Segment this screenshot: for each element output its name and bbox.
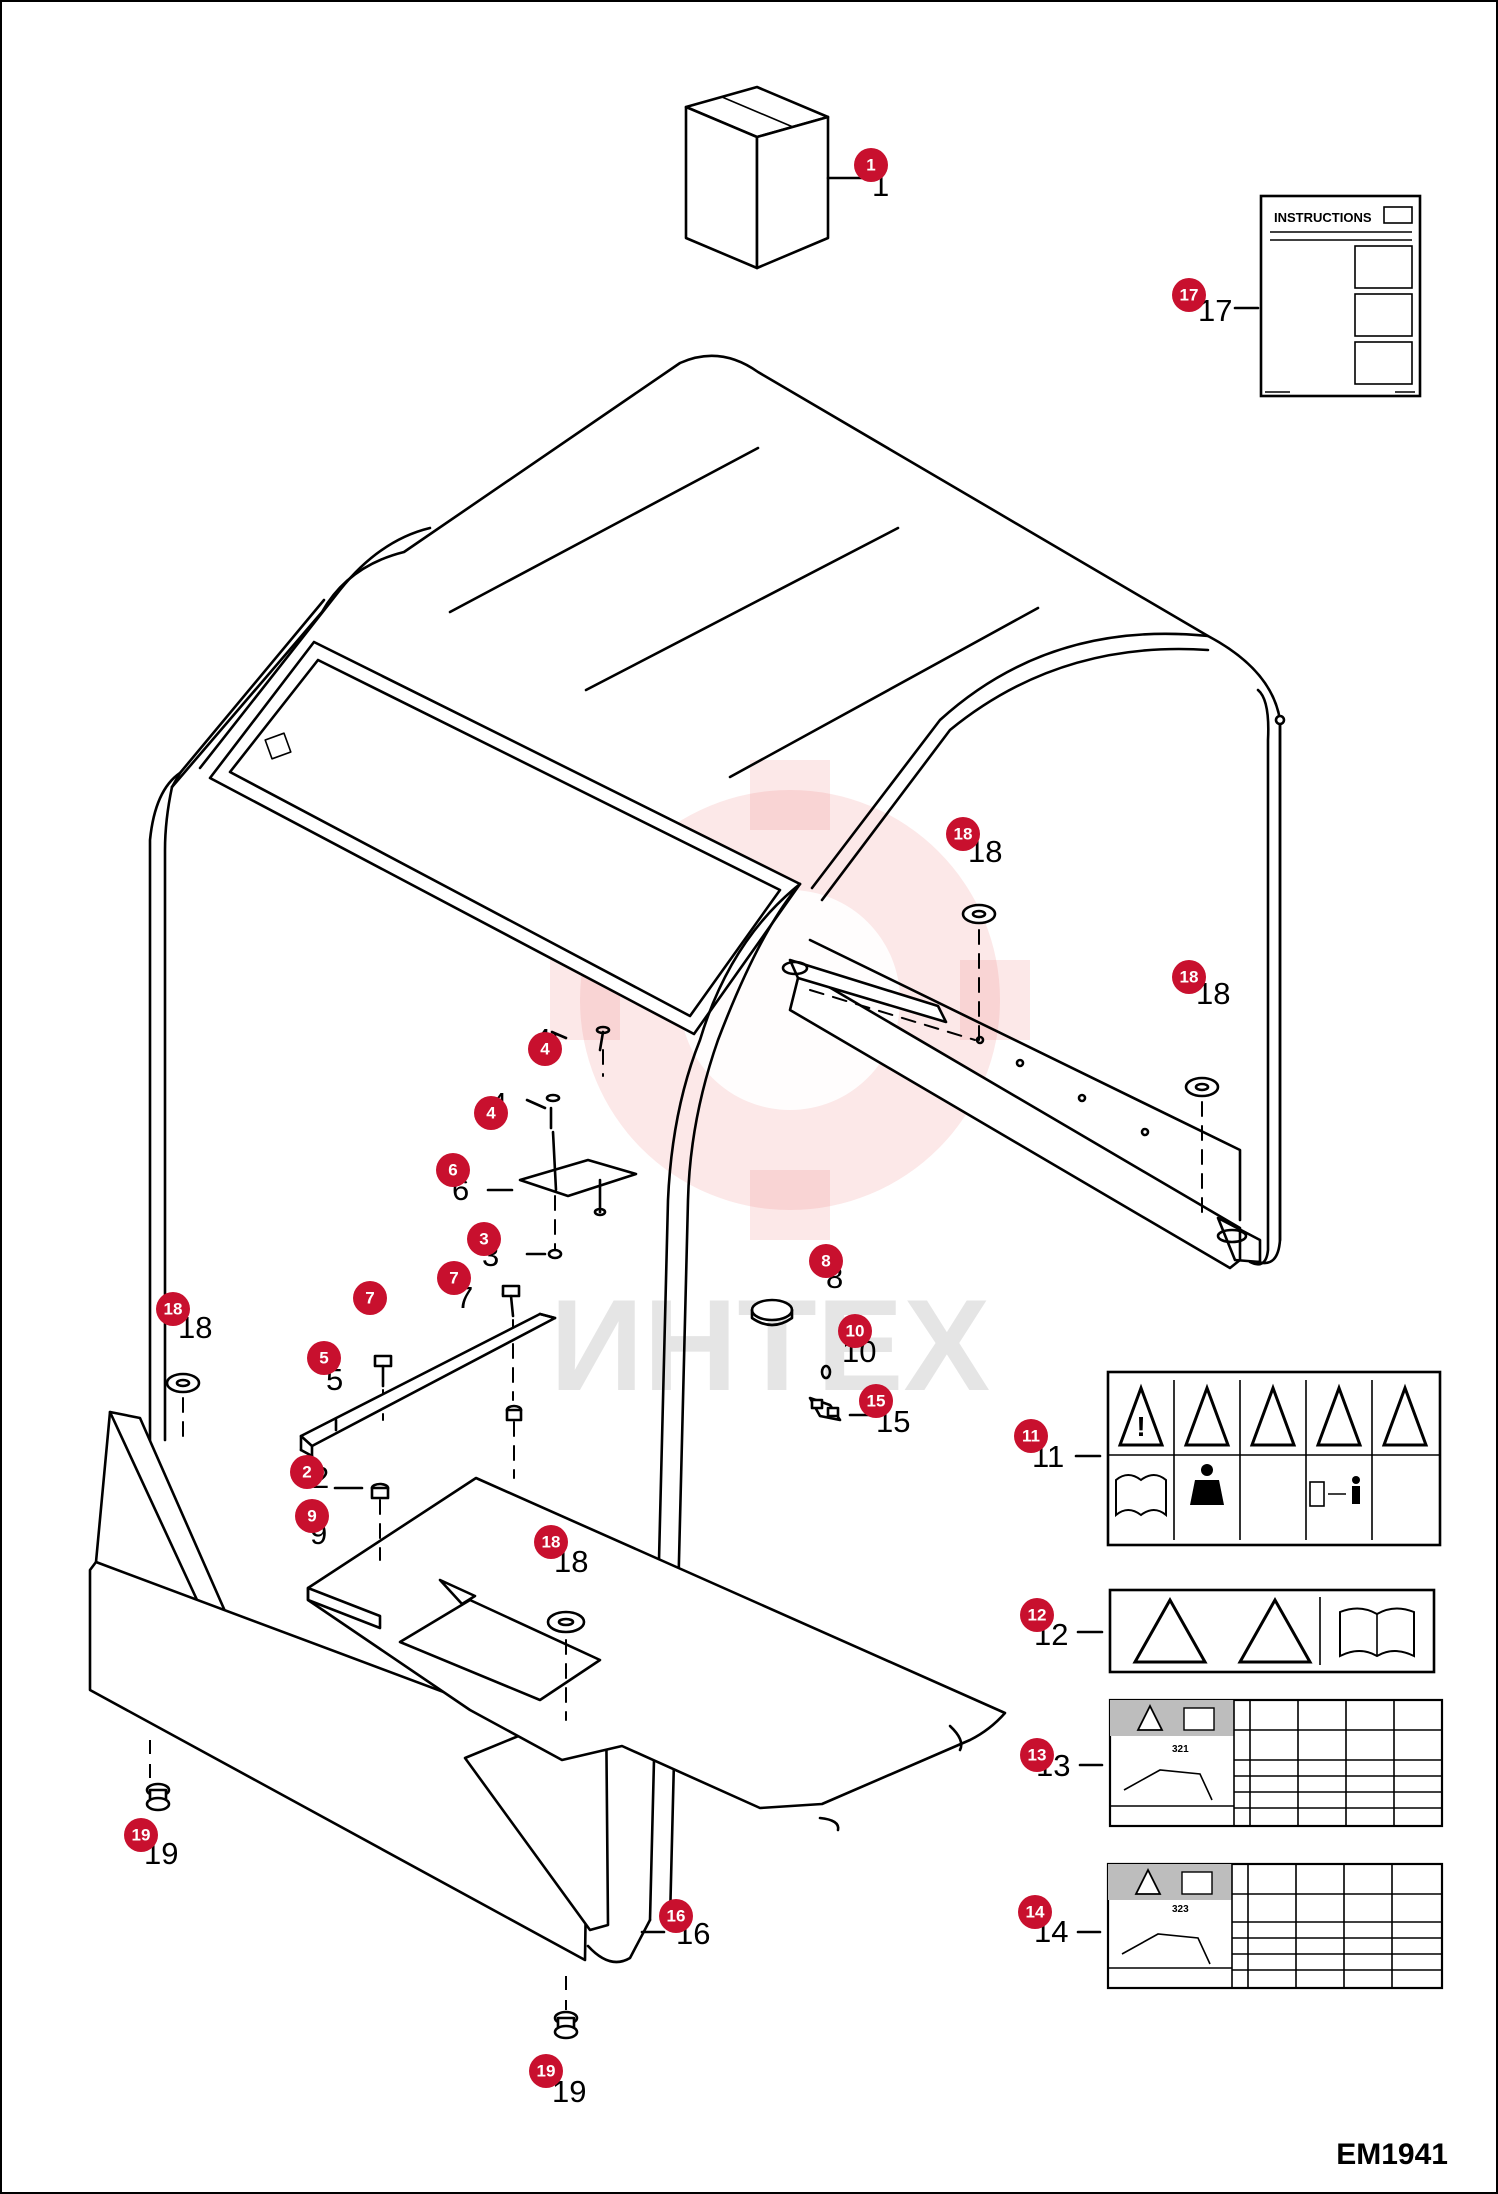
watermark-text: ИНТЕХ — [550, 1272, 990, 1418]
small-fastener — [808, 1364, 842, 1422]
callout-7[interactable]: 7 — [353, 1281, 387, 1315]
decal-14-lift-chart: 323 — [1106, 1862, 1444, 1990]
decal-12-warnings — [1108, 1588, 1436, 1674]
svg-text:18: 18 — [542, 1533, 561, 1552]
svg-text:12: 12 — [1028, 1606, 1047, 1625]
svg-text:!: ! — [1136, 1411, 1145, 1442]
callout-12[interactable]: 12 — [1020, 1598, 1054, 1632]
callout-15[interactable]: 15 — [859, 1384, 893, 1418]
instructions-title: INSTRUCTIONS — [1274, 210, 1372, 225]
svg-text:14: 14 — [1026, 1903, 1045, 1922]
washer-mid-right — [1184, 1076, 1220, 1221]
callout-18[interactable]: 18 — [534, 1525, 568, 1559]
callout-8[interactable]: 8 — [809, 1244, 843, 1278]
svg-text:5: 5 — [319, 1349, 328, 1368]
callout-4[interactable]: 4 — [528, 1032, 562, 1066]
callout-6[interactable]: 6 — [436, 1153, 470, 1187]
canopy-frame — [88, 354, 1286, 1964]
callout-11[interactable]: 11 — [1014, 1419, 1048, 1453]
svg-text:7: 7 — [449, 1269, 458, 1288]
callout-18[interactable]: 18 — [1172, 960, 1206, 994]
washer-top-right — [961, 903, 997, 1041]
callout-4[interactable]: 4 — [474, 1096, 508, 1130]
svg-text:15: 15 — [867, 1392, 886, 1411]
svg-text:4: 4 — [486, 1104, 496, 1123]
svg-text:19: 19 — [537, 2062, 556, 2081]
mounting-hardware — [299, 1025, 638, 1561]
decal-14-model: 323 — [1172, 1904, 1189, 1915]
callout-9[interactable]: 9 — [295, 1499, 329, 1533]
callout-3[interactable]: 3 — [467, 1222, 501, 1256]
svg-text:13: 13 — [1028, 1746, 1047, 1765]
svg-text:7: 7 — [365, 1289, 374, 1308]
svg-text:19: 19 — [132, 1826, 151, 1845]
svg-text:2: 2 — [302, 1463, 311, 1482]
svg-text:3: 3 — [479, 1230, 488, 1249]
callout-19[interactable]: 19 — [124, 1818, 158, 1852]
decal-13-lift-chart: 321 — [1108, 1698, 1444, 1828]
svg-text:10: 10 — [846, 1322, 865, 1341]
callout-10[interactable]: 10 — [838, 1314, 872, 1348]
callout-19[interactable]: 19 — [529, 2054, 563, 2088]
svg-text:8: 8 — [821, 1252, 830, 1271]
callout-1[interactable]: 1 — [854, 148, 888, 182]
callouts: 1 17 18 18 4 4 6 3 7 7 8 10 15 18 5 2 9 … — [124, 148, 1206, 2088]
callout-2[interactable]: 2 — [290, 1455, 324, 1489]
callout-7[interactable]: 7 — [437, 1261, 471, 1295]
svg-text:18: 18 — [164, 1300, 183, 1319]
svg-text:17: 17 — [1180, 286, 1199, 305]
svg-text:4: 4 — [540, 1040, 550, 1059]
svg-text:16: 16 — [667, 1907, 686, 1926]
callout-13[interactable]: 13 — [1020, 1738, 1054, 1772]
washer-left — [165, 1372, 201, 1441]
svg-text:18: 18 — [954, 825, 973, 844]
decal-13-model: 321 — [1172, 1744, 1189, 1755]
washer-floor — [546, 1610, 586, 1721]
plug-cap — [750, 1298, 794, 1327]
decal-11-safety-icons: ! — [1106, 1370, 1442, 1547]
svg-text:1: 1 — [866, 156, 875, 175]
grommet-left — [145, 1782, 171, 1812]
svg-text:9: 9 — [307, 1507, 316, 1526]
svg-text:18: 18 — [1180, 968, 1199, 987]
callout-5[interactable]: 5 — [307, 1341, 341, 1375]
svg-text:11: 11 — [1022, 1427, 1040, 1446]
grommet-bottom — [553, 2010, 579, 2040]
part-box — [684, 85, 864, 270]
instructions-manual: INSTRUCTIONS — [1259, 194, 1422, 398]
callout-16[interactable]: 16 — [659, 1899, 693, 1933]
svg-text:6: 6 — [448, 1161, 457, 1180]
callout-18[interactable]: 18 — [156, 1292, 190, 1326]
callout-17[interactable]: 17 — [1172, 278, 1206, 312]
callout-14[interactable]: 14 — [1018, 1895, 1052, 1929]
diagram-code: EM1941 — [1336, 2138, 1448, 2171]
callout-18[interactable]: 18 — [946, 817, 980, 851]
